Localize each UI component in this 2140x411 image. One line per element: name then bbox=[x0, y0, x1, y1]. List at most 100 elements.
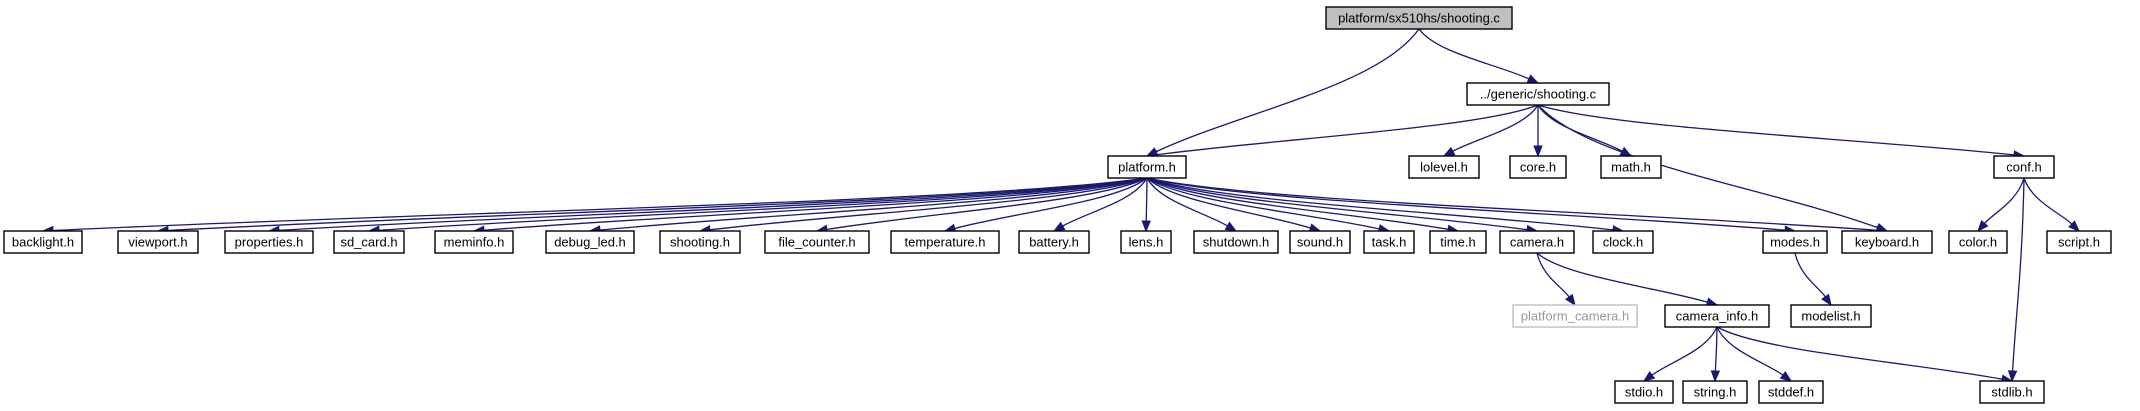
node-sd-card[interactable]: sd_card.h bbox=[333, 230, 405, 254]
node-task[interactable]: task.h bbox=[1363, 230, 1415, 254]
node-label: viewport.h bbox=[128, 235, 187, 250]
node-viewport[interactable]: viewport.h bbox=[117, 230, 199, 254]
edge-line bbox=[1794, 252, 1826, 298]
node-file-counter[interactable]: file_counter.h bbox=[764, 230, 870, 254]
node-box bbox=[3, 230, 83, 254]
edge-layer bbox=[41, 28, 2080, 384]
node-time[interactable]: time.h bbox=[1429, 230, 1487, 254]
node-debug-led[interactable]: debug_led.h bbox=[545, 230, 635, 254]
edge-platform_h-to-keyboard bbox=[1146, 177, 1889, 235]
node-label: sd_card.h bbox=[340, 235, 397, 250]
node-generic-shooting[interactable]: ../generic/shooting.c bbox=[1466, 82, 1610, 106]
node-box bbox=[224, 230, 314, 254]
node-box bbox=[1592, 230, 1654, 254]
node-sound[interactable]: sound.h bbox=[1289, 230, 1351, 254]
node-stdlib[interactable]: stdlib.h bbox=[1979, 380, 2045, 404]
node-temperature[interactable]: temperature.h bbox=[890, 230, 1000, 254]
node-box bbox=[1512, 304, 1638, 328]
edge-generic_shooting-to-conf bbox=[1537, 104, 2026, 160]
arrowhead-icon bbox=[1141, 220, 1151, 233]
arrowhead-icon bbox=[1710, 370, 1721, 383]
node-label: task.h bbox=[1372, 235, 1407, 250]
node-modelist[interactable]: modelist.h bbox=[1790, 304, 1872, 328]
node-label: ../generic/shooting.c bbox=[1480, 87, 1597, 102]
edge-line bbox=[1536, 252, 1570, 298]
node-script[interactable]: script.h bbox=[2046, 230, 2112, 254]
edge-line bbox=[1146, 177, 1614, 231]
node-label: modelist.h bbox=[1801, 309, 1860, 324]
edge-camera-to-camera_info bbox=[1536, 252, 1719, 307]
edge-line bbox=[483, 177, 1148, 231]
edge-line bbox=[1146, 177, 1449, 230]
node-backlight[interactable]: backlight.h bbox=[3, 230, 83, 254]
node-label: conf.h bbox=[2006, 160, 2041, 175]
edge-line bbox=[1146, 177, 1786, 231]
node-string[interactable]: string.h bbox=[1682, 380, 1748, 404]
edge-platform_h-to-sd_card bbox=[367, 177, 1148, 236]
arrowhead-icon bbox=[1526, 74, 1540, 84]
edge-line bbox=[1146, 177, 1228, 227]
node-label: lolevel.h bbox=[1420, 160, 1468, 175]
node-conf[interactable]: conf.h bbox=[1993, 155, 2055, 179]
node-meminfo[interactable]: meminfo.h bbox=[434, 230, 514, 254]
node-root[interactable]: platform/sx510hs/shooting.c bbox=[1325, 6, 1513, 30]
edge-line bbox=[1452, 104, 1539, 152]
edge-line bbox=[2023, 177, 2073, 225]
node-keyboard[interactable]: keyboard.h bbox=[1841, 230, 1933, 254]
node-label: file_counter.h bbox=[778, 235, 855, 250]
node-properties[interactable]: properties.h bbox=[224, 230, 314, 254]
edge-camera_info-to-stdio bbox=[1642, 326, 1718, 382]
node-platform-h[interactable]: platform.h bbox=[1107, 155, 1187, 179]
edge-line bbox=[1155, 28, 1420, 153]
edge-line bbox=[1146, 177, 1380, 230]
edge-platform_h-to-shutdown bbox=[1146, 177, 1238, 232]
node-box bbox=[1790, 304, 1872, 328]
node-box bbox=[1614, 380, 1674, 404]
node-label: stdio.h bbox=[1625, 385, 1663, 400]
node-label: core.h bbox=[1520, 160, 1556, 175]
node-color[interactable]: color.h bbox=[1948, 230, 2008, 254]
arrowhead-icon bbox=[1642, 370, 1656, 382]
arrowhead-icon bbox=[1564, 293, 1576, 307]
edge-generic_shooting-to-core bbox=[1533, 104, 1543, 158]
node-label: modes.h bbox=[1770, 235, 1820, 250]
edge-root-to-platform_h bbox=[1145, 28, 1420, 157]
node-core[interactable]: core.h bbox=[1509, 155, 1567, 179]
edge-line bbox=[599, 177, 1148, 231]
node-label: lens.h bbox=[1129, 235, 1164, 250]
edge-camera-to-platform_camera bbox=[1536, 252, 1576, 307]
node-lens[interactable]: lens.h bbox=[1120, 230, 1172, 254]
node-shutdown[interactable]: shutdown.h bbox=[1193, 230, 1279, 254]
node-box bbox=[1841, 230, 1933, 254]
node-lolevel[interactable]: lolevel.h bbox=[1408, 155, 1480, 179]
node-box bbox=[659, 230, 741, 254]
node-camera[interactable]: camera.h bbox=[1499, 230, 1575, 254]
edge-platform_h-to-modes bbox=[1146, 177, 1797, 235]
node-box bbox=[1979, 380, 2045, 404]
node-shooting-h[interactable]: shooting.h bbox=[659, 230, 741, 254]
node-stdio[interactable]: stdio.h bbox=[1614, 380, 1674, 404]
edge-root-to-generic_shooting bbox=[1418, 28, 1540, 84]
node-box bbox=[545, 230, 635, 254]
node-modes[interactable]: modes.h bbox=[1762, 230, 1828, 254]
edge-line bbox=[1714, 326, 1718, 372]
node-layer: platform/sx510hs/shooting.c ../generic/sh… bbox=[3, 6, 2112, 404]
node-camera-info[interactable]: camera_info.h bbox=[1664, 304, 1770, 328]
edge-line bbox=[1651, 326, 1718, 376]
edge-generic_shooting-to-math bbox=[1537, 104, 1633, 157]
edge-line bbox=[1716, 326, 1784, 376]
edge-line bbox=[826, 177, 1148, 231]
edge-line bbox=[2011, 177, 2025, 372]
node-battery[interactable]: battery.h bbox=[1018, 230, 1090, 254]
arrowhead-icon bbox=[1442, 146, 1456, 157]
node-stddef[interactable]: stddef.h bbox=[1758, 380, 1824, 404]
node-label: temperature.h bbox=[905, 235, 986, 250]
edge-platform_h-to-battery bbox=[1052, 177, 1148, 232]
node-box bbox=[1499, 230, 1575, 254]
node-math[interactable]: math.h bbox=[1600, 155, 1662, 179]
node-box bbox=[1993, 155, 2055, 179]
node-label: math.h bbox=[1611, 160, 1651, 175]
node-clock[interactable]: clock.h bbox=[1592, 230, 1654, 254]
edge-line bbox=[1418, 28, 1530, 80]
